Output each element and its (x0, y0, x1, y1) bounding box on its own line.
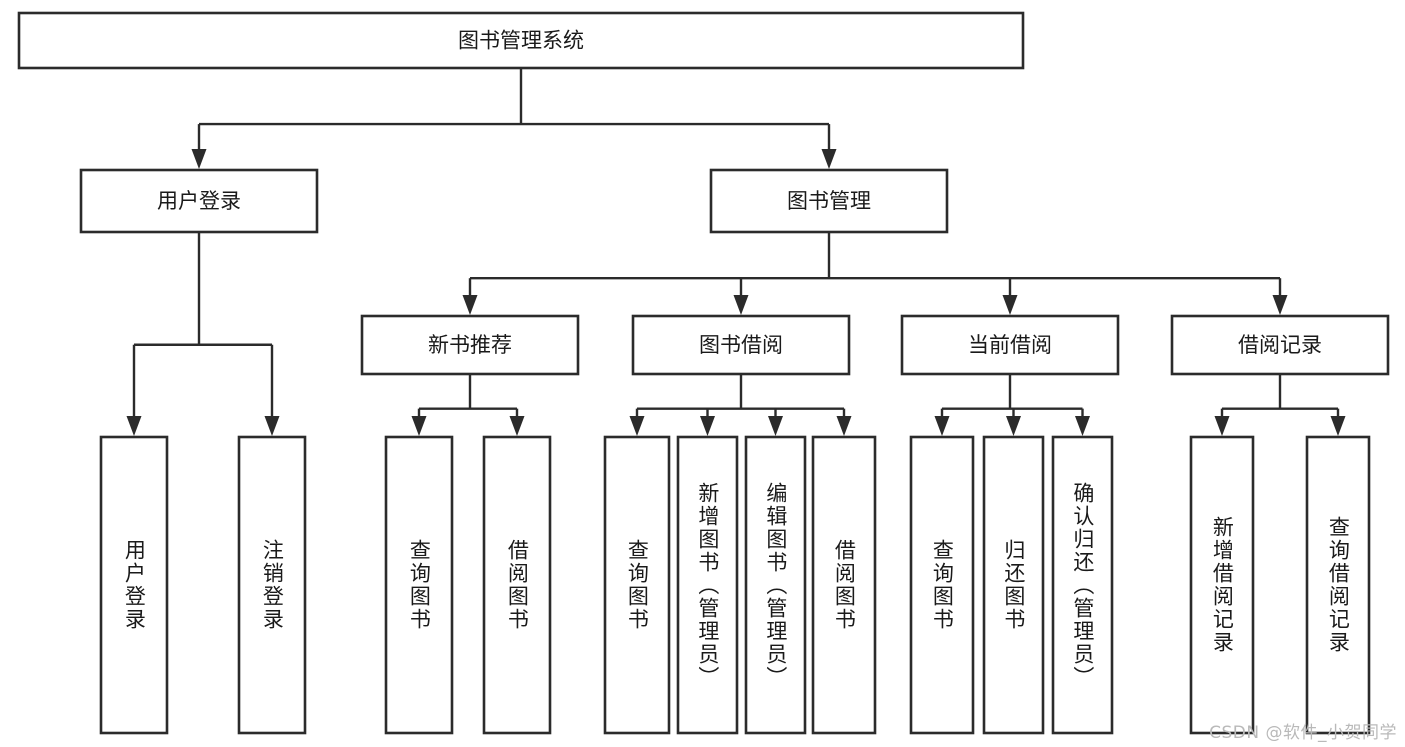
node-label: 当前借阅 (968, 333, 1052, 357)
node-leaf_5[interactable] (676, 435, 739, 735)
arrow-head-icon (1330, 416, 1346, 436)
arrow-head-icon (1006, 416, 1021, 436)
node-l2_0[interactable]: 用户登录 (79, 168, 319, 234)
node-l3_3[interactable]: 借阅记录 (1170, 314, 1390, 376)
node-leaf_3[interactable] (482, 435, 552, 735)
arrow-head-icon (264, 416, 280, 436)
node-label: 借阅记录 (1238, 333, 1322, 357)
node-leaf_2[interactable] (384, 435, 454, 735)
arrow-head-icon (462, 295, 478, 315)
node-box[interactable] (1189, 435, 1255, 735)
node-box[interactable] (676, 435, 739, 735)
arrow-head-icon (411, 416, 427, 436)
node-box[interactable] (982, 435, 1045, 735)
node-leaf_1[interactable] (237, 435, 307, 735)
node-box[interactable] (17, 11, 1025, 70)
node-leaf_7[interactable] (811, 435, 877, 735)
node-label: 图书管理 (787, 189, 871, 213)
node-box[interactable] (744, 435, 807, 735)
node-box[interactable] (1305, 435, 1371, 735)
node-box[interactable] (631, 314, 851, 376)
node-box[interactable] (1170, 314, 1390, 376)
node-leaf_0[interactable] (99, 435, 169, 735)
node-leaf_9[interactable] (982, 435, 1045, 735)
node-root[interactable]: 图书管理系统 (17, 11, 1025, 70)
node-box[interactable] (360, 314, 580, 376)
node-label: 图书借阅 (699, 333, 783, 357)
arrow-head-icon (821, 149, 837, 169)
node-box[interactable] (1051, 435, 1114, 735)
node-l3_1[interactable]: 图书借阅 (631, 314, 851, 376)
node-leaf_12[interactable] (1305, 435, 1371, 735)
arrow-head-icon (126, 416, 142, 436)
node-box[interactable] (237, 435, 307, 735)
node-leaf_8[interactable] (909, 435, 975, 735)
node-box[interactable] (603, 435, 671, 735)
node-l3_2[interactable]: 当前借阅 (900, 314, 1120, 376)
node-box[interactable] (99, 435, 169, 735)
node-box[interactable] (384, 435, 454, 735)
arrow-head-icon (629, 416, 645, 436)
node-l2_1[interactable]: 图书管理 (709, 168, 949, 234)
arrow-head-icon (836, 416, 852, 436)
node-leaf_10[interactable] (1051, 435, 1114, 735)
node-leaf_11[interactable] (1189, 435, 1255, 735)
arrow-head-icon (509, 416, 525, 436)
arrow-head-icon (1002, 295, 1018, 315)
node-box[interactable] (482, 435, 552, 735)
watermark-text: CSDN @软件_小贺同学 (1209, 723, 1397, 743)
arrow-head-icon (1214, 416, 1230, 436)
node-box[interactable] (811, 435, 877, 735)
arrow-head-icon (700, 416, 715, 436)
arrow-head-icon (1075, 416, 1090, 436)
node-box[interactable] (709, 168, 949, 234)
arrow-head-icon (191, 149, 207, 169)
node-label: 新书推荐 (428, 333, 512, 357)
arrow-head-icon (768, 416, 783, 436)
node-box[interactable] (909, 435, 975, 735)
arrow-head-icon (733, 295, 749, 315)
node-box[interactable] (900, 314, 1120, 376)
edges-layer (126, 68, 1346, 436)
node-l3_0[interactable]: 新书推荐 (360, 314, 580, 376)
node-label: 用户登录 (157, 189, 241, 213)
node-leaf_4[interactable] (603, 435, 671, 735)
arrow-head-icon (934, 416, 950, 436)
arrow-head-icon (1272, 295, 1288, 315)
node-leaf_6[interactable] (744, 435, 807, 735)
node-label: 图书管理系统 (458, 29, 584, 53)
node-box[interactable] (79, 168, 319, 234)
